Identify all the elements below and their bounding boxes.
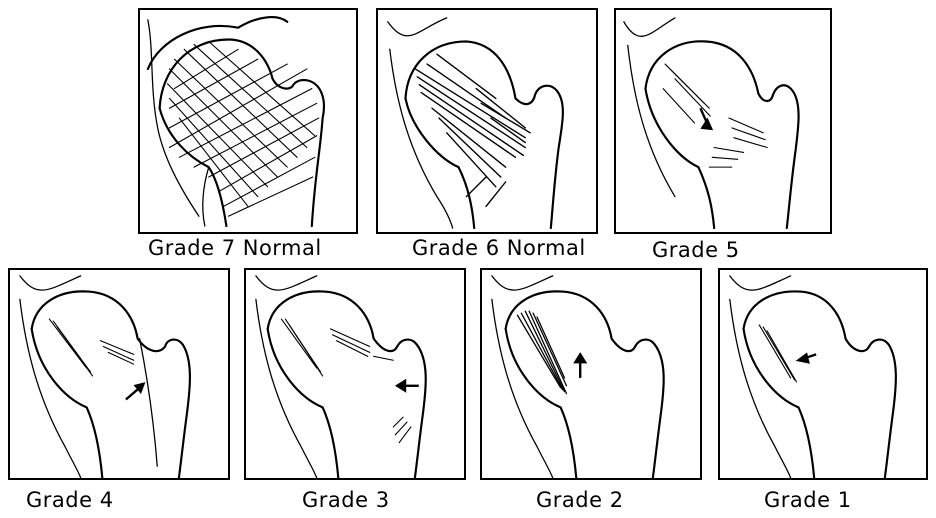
panel-grade-6 [376, 8, 598, 234]
panel-grade-2 [480, 268, 702, 480]
femur-drawing-grade-6 [378, 10, 596, 232]
femur-drawing-grade-7 [140, 10, 356, 232]
femur-drawing-grade-1 [720, 270, 926, 478]
caption-grade-6: Grade 6 Normal [412, 236, 586, 260]
caption-grade-3: Grade 3 [302, 488, 390, 512]
caption-grade-1: Grade 1 [764, 488, 852, 512]
caption-grade-2: Grade 2 [536, 488, 624, 512]
caption-grade-5: Grade 5 [652, 238, 740, 262]
caption-grade-4: Grade 4 [26, 488, 114, 512]
panel-grade-4 [8, 268, 230, 480]
femur-drawing-grade-2 [482, 270, 700, 478]
caption-grade-7: Grade 7 Normal [148, 236, 322, 260]
femur-drawing-grade-4 [10, 270, 228, 478]
panel-grade-5 [614, 8, 832, 234]
panel-grade-1 [718, 268, 928, 480]
femur-drawing-grade-5 [616, 10, 830, 232]
femur-drawing-grade-3 [246, 270, 464, 478]
panel-grade-3 [244, 268, 466, 480]
panel-grade-7 [138, 8, 358, 234]
